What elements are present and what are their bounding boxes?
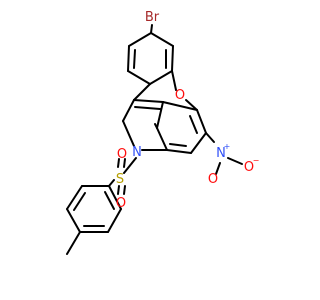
nitro-oxygen-label: O: [208, 172, 218, 187]
bond: [150, 32, 174, 47]
bond: [128, 32, 152, 47]
bond: [150, 24, 153, 34]
bond: [73, 192, 86, 211]
bond: [133, 83, 151, 101]
sulfur-label: S: [116, 172, 124, 187]
sulfonyl-oxygen-top-label: O: [117, 147, 127, 162]
nitro-nitrogen-charge: +: [224, 142, 231, 151]
bond: [108, 185, 122, 210]
bond: [171, 70, 177, 91]
ring-oxygen-label: O: [175, 88, 185, 103]
ring-nitrogen-label: N: [132, 145, 142, 160]
bond: [156, 127, 168, 151]
molecule-structure: Br O N S O O N + O − O: [66, 10, 259, 255]
bond: [123, 157, 137, 174]
bond: [196, 109, 207, 134]
bond: [127, 70, 151, 85]
bond: [66, 231, 81, 255]
bond: [122, 99, 135, 122]
bromine-label: Br: [145, 10, 160, 25]
bond: [215, 162, 221, 175]
bond: [117, 185, 120, 195]
sulfonyl-oxygen-bottom-label: O: [116, 196, 126, 211]
bond: [134, 106, 161, 110]
bond: [107, 208, 122, 233]
bond: [117, 158, 120, 168]
bond: [123, 185, 126, 195]
bond: [166, 149, 192, 154]
bond: [133, 49, 136, 69]
nitro-nitrogen-label: N: [216, 146, 226, 161]
nitro-oxygen-anion-label: O: [244, 160, 254, 175]
bond: [156, 101, 164, 129]
bond: [66, 185, 83, 210]
bond: [133, 99, 164, 103]
bond: [190, 132, 207, 154]
bond: [108, 179, 115, 187]
bond: [154, 123, 158, 129]
bond: [185, 99, 198, 111]
bond: [205, 132, 215, 143]
bond: [149, 70, 173, 85]
bond: [162, 101, 198, 111]
bond: [171, 45, 174, 72]
bond: [127, 45, 130, 72]
nitro-oxygen-anion-charge: −: [253, 156, 260, 165]
bonds: [66, 24, 243, 255]
bond: [122, 120, 135, 147]
bond: [189, 115, 198, 134]
bond: [123, 158, 126, 168]
atom-labels: Br O N S O O N + O − O: [116, 10, 259, 211]
bond: [169, 143, 187, 147]
bond: [104, 191, 115, 210]
bond: [66, 208, 81, 233]
bond: [227, 157, 243, 165]
